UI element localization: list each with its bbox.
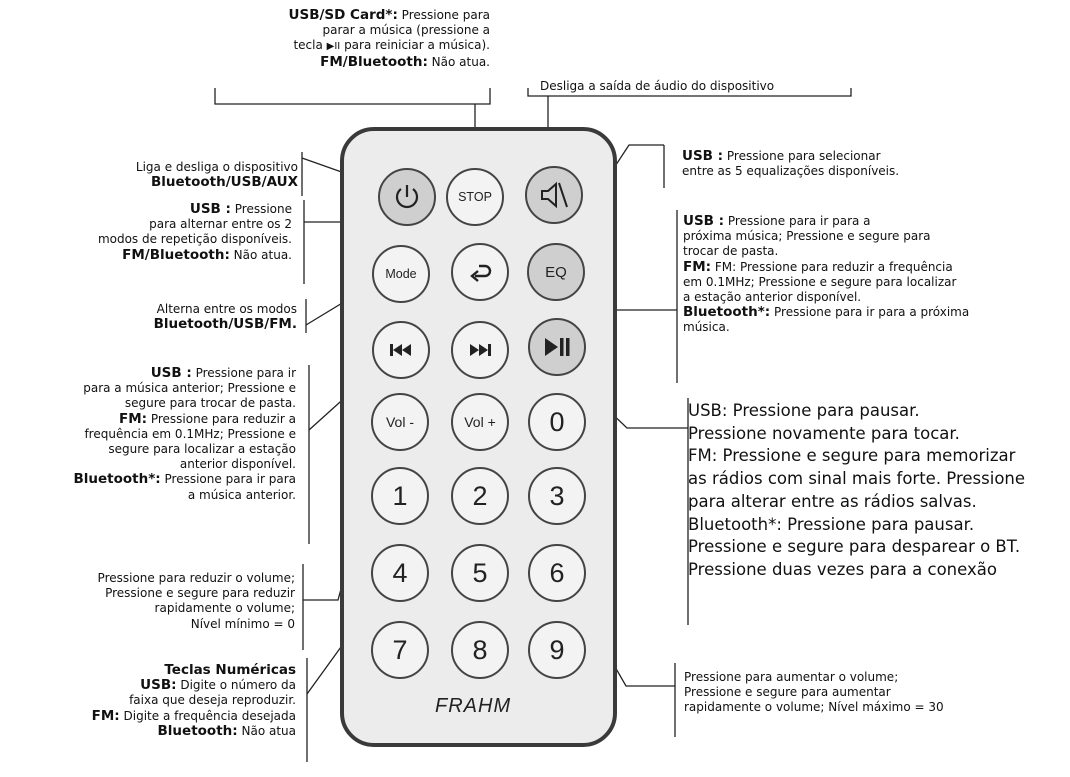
mute-button[interactable] bbox=[525, 166, 583, 224]
play-pause-button[interactable] bbox=[528, 318, 586, 376]
play-pause-note: USB: Pressione para pausar. Pressione no… bbox=[688, 401, 1026, 579]
digit-7-label: 7 bbox=[392, 634, 408, 665]
brand-logo: FRAHM bbox=[435, 695, 512, 717]
previous-button[interactable] bbox=[372, 321, 430, 379]
stop-label: STOP bbox=[458, 190, 492, 204]
vol-plus-button[interactable]: Vol + bbox=[451, 393, 509, 451]
play-pause-small-icon: ▶II bbox=[326, 41, 341, 53]
mode-button[interactable]: Mode bbox=[372, 245, 430, 303]
digit-6-label: 6 bbox=[549, 557, 565, 588]
power-icon bbox=[395, 185, 419, 209]
digit-5-label: 5 bbox=[472, 557, 488, 588]
repeat-note: USB : Pressione para alternar entre os 2… bbox=[97, 201, 292, 263]
vol-minus-note: Pressione para reduzir o volume; Pressio… bbox=[97, 571, 295, 631]
previous-note: USB : Pressione para ir para a música an… bbox=[73, 365, 296, 502]
eq-label: EQ bbox=[545, 263, 567, 281]
mode-note: Alterna entre os modos Bluetooth/USB/FM. bbox=[153, 302, 297, 333]
numeric-keys-note: Teclas Numéricas USB: Digite o número da… bbox=[91, 662, 296, 739]
next-button[interactable] bbox=[451, 321, 509, 379]
digit-3-button[interactable]: 3 bbox=[528, 467, 586, 525]
power-button[interactable] bbox=[378, 168, 436, 226]
vol-minus-label: Vol - bbox=[385, 414, 414, 430]
digit-2-label: 2 bbox=[472, 480, 488, 511]
repeat-icon bbox=[470, 264, 492, 282]
vol-plus-label: Vol + bbox=[464, 414, 496, 430]
next-icon bbox=[470, 344, 491, 356]
next-note: USB : Pressione para ir para a próxima m… bbox=[683, 213, 970, 335]
mode-label: Mode bbox=[385, 267, 417, 281]
digit-7-button[interactable]: 7 bbox=[371, 621, 429, 679]
digit-8-button[interactable]: 8 bbox=[451, 621, 509, 679]
vol-minus-button[interactable]: Vol - bbox=[371, 393, 429, 451]
power-note: Liga e desliga o dispositivo Bluetooth/U… bbox=[135, 160, 298, 191]
digit-9-button[interactable]: 9 bbox=[528, 621, 586, 679]
digit-6-button[interactable]: 6 bbox=[528, 544, 586, 602]
previous-icon bbox=[390, 344, 411, 356]
digit-0-label: 0 bbox=[549, 406, 565, 437]
digit-1-button[interactable]: 1 bbox=[371, 467, 429, 525]
eq-note: USB : Pressione para selecionar entre as… bbox=[682, 148, 900, 179]
play-pause-icon bbox=[545, 338, 570, 356]
digit-5-button[interactable]: 5 bbox=[451, 544, 509, 602]
digit-3-label: 3 bbox=[549, 480, 565, 511]
digit-4-button[interactable]: 4 bbox=[371, 544, 429, 602]
digit-0-button[interactable]: 0 bbox=[528, 393, 586, 451]
mute-icon bbox=[541, 181, 568, 209]
digit-4-label: 4 bbox=[392, 557, 408, 588]
digit-2-button[interactable]: 2 bbox=[451, 467, 509, 525]
eq-button[interactable]: EQ bbox=[527, 243, 585, 301]
vol-plus-note: Pressione para aumentar o volume; Pressi… bbox=[684, 670, 944, 715]
mute-note: Desliga a saída de áudio do dispositivo bbox=[540, 79, 775, 93]
stop-button[interactable]: STOP bbox=[446, 168, 504, 226]
digit-8-label: 8 bbox=[472, 634, 488, 665]
digit-9-label: 9 bbox=[549, 634, 565, 665]
stop-note: USB/SD Card*: Pressione para parar a mús… bbox=[288, 7, 490, 70]
digit-1-label: 1 bbox=[392, 480, 408, 511]
repeat-button[interactable] bbox=[451, 243, 509, 301]
